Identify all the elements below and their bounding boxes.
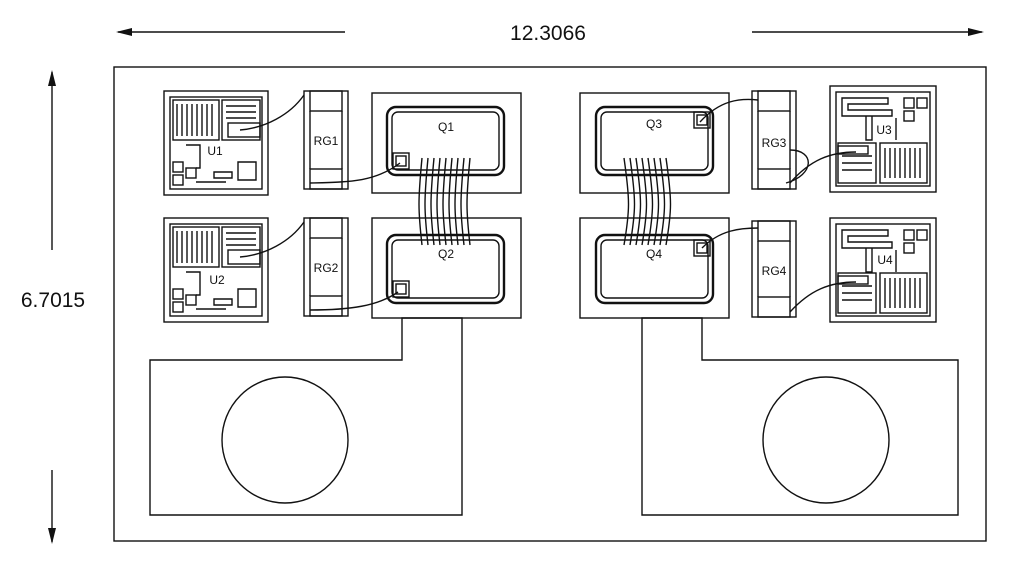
q3-chip: Q3: [594, 105, 715, 177]
rg1-resistor: RG1: [303, 90, 349, 190]
rg3-label: RG3: [762, 136, 787, 150]
u4-label: U4: [877, 253, 893, 267]
u2-chip: U2: [163, 217, 305, 323]
mounting-hole-left: [221, 376, 349, 504]
u3-chip: U3: [789, 85, 937, 193]
height-dimension: 6.7015: [21, 70, 85, 544]
rg4-label: RG4: [762, 264, 787, 278]
rg2-label: RG2: [314, 261, 339, 275]
u3-label: U3: [876, 123, 892, 137]
height-value: 6.7015: [21, 289, 85, 312]
width-value: 12.3066: [510, 22, 586, 45]
mounting-hole-right: [762, 376, 890, 504]
u4-chip: U4: [789, 217, 937, 323]
rg3-resistor: RG3: [751, 90, 797, 190]
q4-frame: [579, 217, 730, 319]
rg1-label: RG1: [314, 134, 339, 148]
rg2-resistor: RG2: [303, 217, 349, 317]
q2-chip: Q2: [385, 233, 506, 305]
q3-frame: [579, 92, 730, 194]
rg-wires: [309, 98, 809, 311]
u2-label: U2: [209, 273, 225, 287]
width-dimension: 12.3066: [116, 22, 984, 45]
bond-wires-right: [623, 157, 672, 246]
q1-label: Q1: [438, 120, 454, 134]
bottom-pad-left: [149, 317, 463, 516]
u1-chip: U1: [163, 90, 305, 196]
bond-wires-left: [418, 157, 471, 246]
q1-frame: [371, 92, 522, 194]
q4-chip: Q4: [594, 233, 715, 305]
q2-frame: [371, 217, 522, 319]
q3-label: Q3: [646, 117, 662, 131]
rg4-resistor: RG4: [751, 220, 797, 318]
q4-label: Q4: [646, 247, 662, 261]
u1-label: U1: [207, 144, 223, 158]
board-outline: [113, 66, 987, 542]
bottom-pad-right: [641, 317, 959, 516]
q2-label: Q2: [438, 247, 454, 261]
